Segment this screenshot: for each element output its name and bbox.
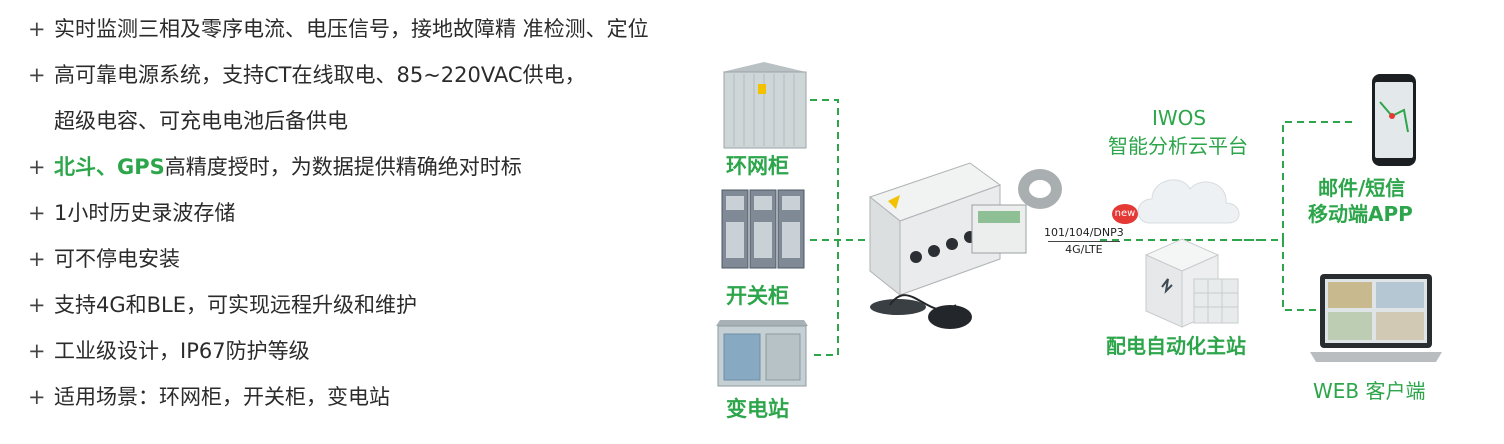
- feature-item: + 1小时历史录波存储: [28, 190, 718, 236]
- feature-text: 可不停电安装: [54, 247, 180, 271]
- fault-indicator-device-image: [868, 162, 1062, 329]
- mobile-line1-label: 邮件/短信: [1318, 176, 1406, 200]
- protocol-bottom: 4G/LTE: [1065, 243, 1103, 256]
- feature-item: + 工业级设计，IP67防护等级: [28, 328, 718, 374]
- ring-main-unit-image: [722, 62, 807, 149]
- substation-image: [716, 320, 808, 387]
- smartphone-icon: [1372, 74, 1416, 166]
- feature-item: 超级电容、可充电电池后备供电: [28, 98, 718, 144]
- substation-label: 变电站: [726, 397, 789, 421]
- protocol-label: 101/104/DNP3 4G/LTE: [1044, 226, 1124, 257]
- web-client-label: WEB 客户端: [1313, 379, 1426, 403]
- feature-item: + 高可靠电源系统，支持CT在线取电、85~220VAC供电，: [28, 52, 718, 98]
- plus-icon: +: [28, 339, 46, 363]
- master-station-icon: [1144, 238, 1239, 328]
- plus-icon: +: [28, 155, 46, 179]
- new-badge: new: [1112, 204, 1138, 224]
- laptop-icon: [1310, 274, 1442, 362]
- feature-item: + 实时监测三相及零序电流、电压信号，接地故障精 准检测、定位: [28, 6, 718, 52]
- plus-icon: +: [28, 201, 46, 225]
- plus-icon: +: [28, 17, 46, 41]
- feature-text: 1小时历史录波存储: [54, 201, 236, 225]
- system-diagram: 环网柜 开关柜 变电站 101/1: [700, 0, 1504, 444]
- feature-text: 超级电容、可充电电池后备供电: [54, 109, 348, 133]
- feature-highlight: 北斗、GPS: [54, 155, 165, 179]
- feature-item: + 支持4G和BLE，可实现远程升级和维护: [28, 282, 718, 328]
- plus-icon: +: [28, 247, 46, 271]
- feature-text: 工业级设计，IP67防护等级: [54, 339, 310, 363]
- connector-lines: [810, 99, 1355, 356]
- feature-text: 支持4G和BLE，可实现远程升级和维护: [54, 293, 418, 317]
- feature-item: + 适用场景：环网柜，开关柜，变电站: [28, 374, 718, 420]
- switchgear-image: [721, 189, 805, 269]
- plus-icon: +: [28, 63, 46, 87]
- protocol-top: 101/104/DNP3: [1044, 226, 1124, 239]
- cloud-subtitle: 智能分析云平台: [1108, 134, 1248, 158]
- cloud-icon: [1137, 179, 1240, 224]
- feature-list: + 实时监测三相及零序电流、电压信号，接地故障精 准检测、定位 + 高可靠电源系…: [28, 6, 718, 420]
- feature-text: 高可靠电源系统，支持CT在线取电、85~220VAC供电，: [54, 63, 586, 87]
- feature-item: + 北斗、GPS高精度授时，为数据提供精确绝对时标: [28, 144, 718, 190]
- plus-icon: +: [28, 293, 46, 317]
- protocol-divider: [1047, 241, 1120, 242]
- feature-item: + 可不停电安装: [28, 236, 718, 282]
- switchgear-label: 开关柜: [726, 284, 789, 308]
- feature-text: 实时监测三相及零序电流、电压信号，接地故障精 准检测、定位: [54, 17, 649, 41]
- feature-text: 高精度授时，为数据提供精确绝对时标: [164, 155, 522, 179]
- cabinet-bus-line: [810, 99, 839, 356]
- cloud-title: IWOS: [1152, 106, 1207, 130]
- mobile-link-line: [1235, 121, 1355, 241]
- master-station-label: 配电自动化主站: [1106, 334, 1246, 358]
- feature-text: 适用场景：环网柜，开关柜，变电站: [54, 385, 390, 409]
- mobile-line2-label: 移动端APP: [1308, 202, 1413, 226]
- ring-main-unit-label: 环网柜: [726, 154, 789, 178]
- plus-icon: +: [28, 385, 46, 409]
